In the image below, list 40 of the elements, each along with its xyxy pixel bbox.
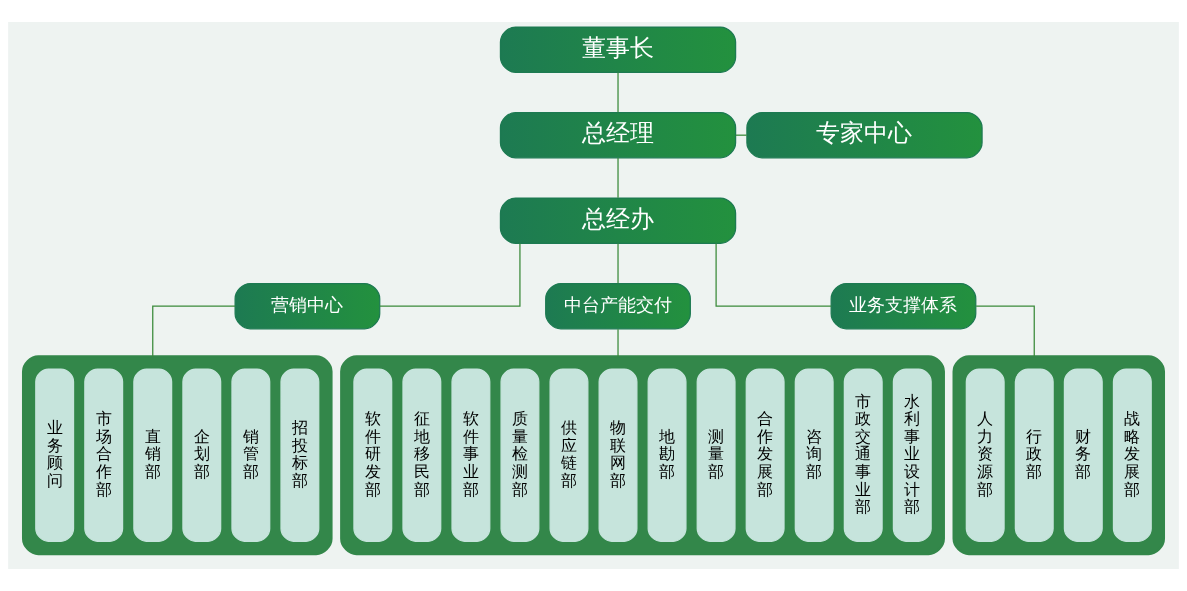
node-box: 总经理 (499, 111, 737, 159)
connector (617, 157, 619, 199)
node-box: 合作发展部 (745, 368, 785, 542)
node-box: 人力资源部 (965, 368, 1005, 542)
node-box: 业务支撑体系 (830, 282, 977, 330)
node-box: 测量部 (696, 368, 736, 542)
node-box: 专家中心 (746, 111, 983, 159)
node-box: 咨询部 (794, 368, 834, 542)
connector (617, 328, 619, 358)
cluster (22, 355, 333, 556)
node-box: 中台产能交付 (545, 282, 691, 330)
node-box: 行政部 (1014, 368, 1054, 542)
node-box: 业务顾问 (35, 368, 75, 542)
node-box: 销管部 (231, 368, 271, 542)
connector (975, 305, 1035, 358)
connector (715, 242, 832, 307)
connector (379, 242, 521, 307)
node-box: 企划部 (182, 368, 222, 542)
node-box: 营销中心 (234, 282, 381, 330)
node-box: 战略发展部 (1112, 368, 1152, 542)
node-box: 市场合作部 (84, 368, 124, 542)
node-box: 征地移民部 (402, 368, 442, 542)
node-box: 总经办 (499, 197, 737, 244)
node-box: 供应链部 (549, 368, 589, 542)
node-box: 董事长 (499, 26, 737, 73)
node-box: 地勘部 (647, 368, 687, 542)
node-box: 水利事业设计部 (892, 368, 932, 542)
node-box: 软件研发部 (353, 368, 393, 542)
node-box: 财务部 (1063, 368, 1103, 542)
node-box: 质量检测部 (500, 368, 540, 542)
connector (617, 242, 619, 284)
cluster (340, 355, 945, 556)
connector (617, 71, 619, 113)
cluster (952, 355, 1165, 556)
node-box: 市政交通事业部 (843, 368, 883, 542)
node-box: 招投标部 (280, 368, 320, 542)
connector (152, 305, 236, 358)
node-box: 直销部 (133, 368, 173, 542)
node-box: 软件事业部 (451, 368, 491, 542)
node-box: 物联网部 (598, 368, 638, 542)
